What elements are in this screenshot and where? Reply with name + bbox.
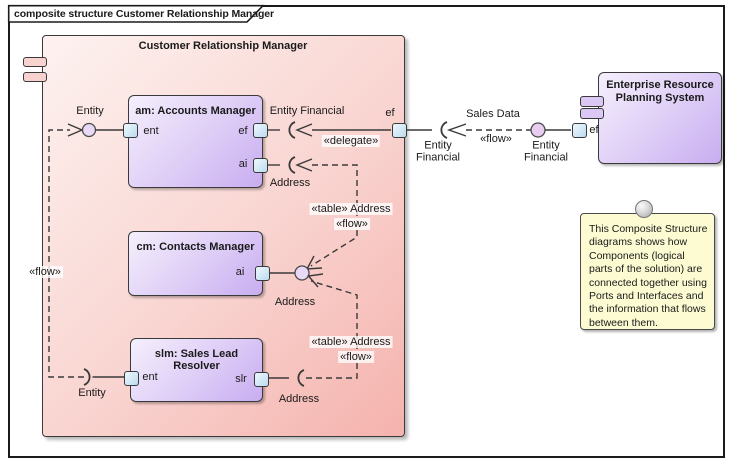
accounts-manager-component[interactable]: am: Accounts Manager [128,95,263,188]
delegate-stereotype-label: «delegate» [321,135,381,147]
component-icon [23,57,47,67]
flow-stereotype-label-lower: «flow» [338,351,374,363]
port-slm-slr[interactable] [253,371,269,387]
address-interface-label-cm: Address [274,296,316,308]
note-pin-icon [635,200,653,218]
port-crm-ef[interactable] [391,122,407,138]
diagram-tab-title: composite structure Customer Relationshi… [14,8,274,20]
port-cm-ai[interactable] [254,265,270,281]
note[interactable]: This Composite Structure diagrams shows … [580,213,715,330]
sales-lead-resolver-component[interactable]: slm: Sales Lead Resolver [130,338,263,402]
table-address-label-lower: «table» Address [309,336,393,348]
entity-interface-label: Entity [76,105,104,117]
port-label-ai: ai [238,158,248,170]
port-label-slr: slr [235,373,247,385]
port-label-ent: ent [143,125,159,137]
port-am-ent[interactable] [122,122,138,138]
port-label-ent-slm: ent [142,371,158,383]
port-am-ef[interactable] [252,122,268,138]
address-interface-label-am: Address [269,177,311,189]
crm-title: Customer Relationship Manager [138,40,308,52]
erp-system-title: Enterprise Resource Planning System [606,79,714,104]
component-icon [23,72,47,82]
port-am-ai[interactable] [252,157,268,173]
port-label-ef-crm: ef [385,107,395,119]
contacts-manager-title: cm: Contacts Manager [136,241,255,253]
erp-system-component[interactable]: Enterprise Resource Planning System [598,72,722,164]
port-label-ai-cm: ai [235,266,245,278]
entity-financial-label-right: Entity Financial [523,139,569,163]
port-label-ef: ef [238,125,248,137]
accounts-manager-title: am: Accounts Manager [135,105,256,117]
entity-financial-label-mid: Entity Financial [415,139,461,163]
port-slm-ent[interactable] [123,370,139,386]
port-erp-ef[interactable] [571,122,587,138]
note-text: This Composite Structure diagrams shows … [589,223,708,329]
entity-financial-interface-label: Entity Financial [269,105,345,117]
flow-stereotype-label-left: «flow» [27,266,63,278]
flow-stereotype-label-upper: «flow» [334,218,370,230]
component-icon [580,108,604,119]
port-label-ef-erp: ef [589,124,599,136]
table-address-label-upper: «table» Address [309,203,393,215]
contacts-manager-component[interactable]: cm: Contacts Manager [128,231,263,296]
sales-data-label: Sales Data [466,108,520,120]
sales-lead-resolver-title: slm: Sales Lead Resolver [154,348,239,372]
entity-interface-label-slm: Entity [78,387,106,399]
flow-stereotype-label-right: «flow» [478,133,514,145]
component-icon [580,96,604,107]
address-interface-label-slm: Address [278,393,320,405]
